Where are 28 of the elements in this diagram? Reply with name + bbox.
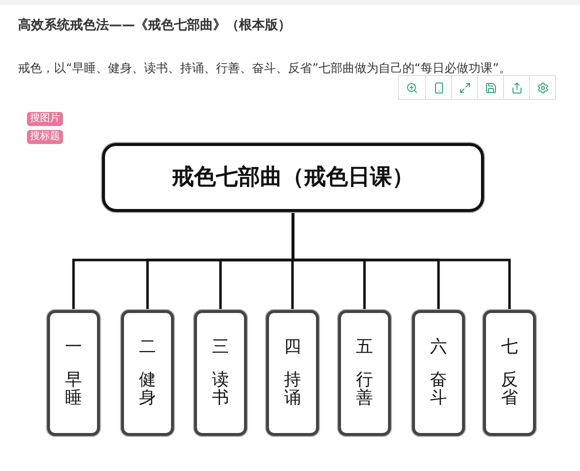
step-box (121, 310, 174, 436)
step-numeral: 六 (430, 338, 447, 357)
title-box (102, 143, 484, 212)
connector-line (292, 212, 511, 310)
intro-paragraph: 戒色，以“早睡、健身、读书、持诵、行善、奋斗、反省”七部曲做为自己的“每日必做功课”。 (18, 60, 511, 77)
box-title: 戒色七部曲（戒色日课） (172, 164, 414, 192)
step-name: 早睡 (65, 370, 82, 408)
page-title: 高效系统戒色法——《戒色七部曲》（根本版） (18, 16, 291, 35)
step-numeral: 三 (212, 338, 229, 357)
tag-badge: 搜图片 (27, 112, 63, 126)
step-name: 反省 (501, 370, 518, 408)
step-name: 持诵 (284, 370, 301, 408)
step-box (194, 310, 247, 436)
step-name: 健身 (139, 370, 156, 408)
step-name: 奋斗 (430, 370, 447, 408)
step-box (338, 310, 391, 436)
step-box (483, 310, 536, 436)
step-box (47, 310, 100, 436)
tag-badge: 搜标题 (27, 130, 63, 144)
step-numeral: 七 (501, 338, 518, 357)
step-box (266, 310, 319, 436)
step-numeral: 四 (284, 338, 301, 357)
step-name: 读书 (212, 370, 229, 408)
step-numeral: 二 (139, 338, 156, 357)
step-name: 行善 (356, 370, 373, 408)
step-numeral: 五 (356, 338, 373, 357)
step-box (412, 310, 465, 436)
step-numeral: 一 (65, 338, 82, 357)
